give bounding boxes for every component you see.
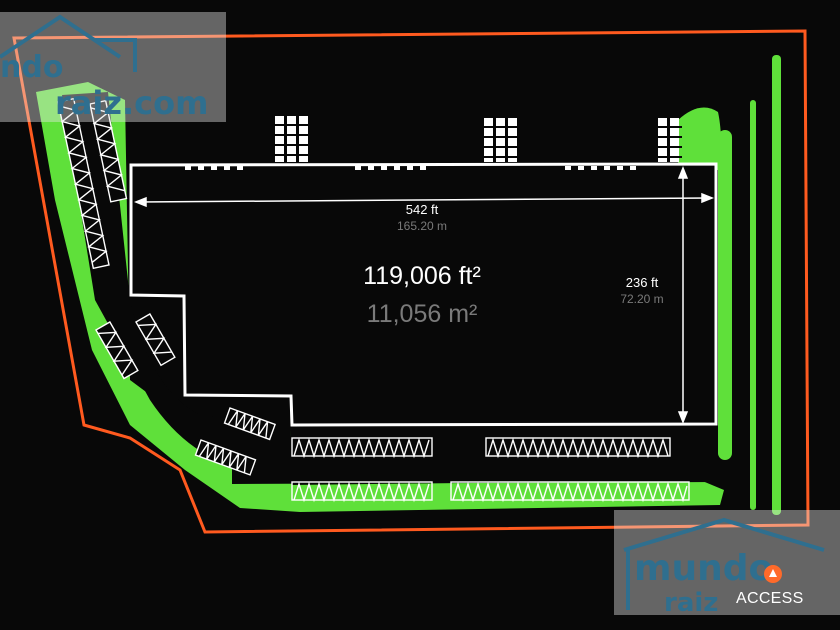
house-outline-icon [0, 14, 137, 72]
area-ft-label: 119,006 ft² [363, 262, 481, 290]
watermark-line-1: ndo [0, 50, 64, 85]
depth-dimension-line [677, 165, 689, 425]
landscape-right-stripe-2 [772, 55, 781, 515]
access-label: ACCESS [736, 590, 804, 607]
width-m-label: 165.20 m [397, 219, 447, 233]
truck-dock-1 [275, 116, 308, 162]
landscape-right-stripe-1 [750, 100, 756, 510]
truck-dock-3 [658, 118, 679, 162]
dock-doors [185, 166, 636, 170]
parking-stalls-angled-2 [89, 99, 128, 203]
watermark-line-3: mundo [634, 548, 774, 589]
width-dimension-line [133, 192, 715, 208]
access-marker-icon [764, 565, 782, 583]
parking-stalls [291, 437, 690, 503]
drive-lane-bottom [232, 466, 720, 484]
parking-stalls-angled-4 [135, 313, 176, 367]
parking-stalls-angled-5 [223, 407, 277, 441]
watermark-line-4: raiz [664, 588, 719, 615]
parking-stalls-angled-6 [194, 439, 257, 476]
building-outline [129, 162, 718, 427]
house-outline-icon-2 [623, 517, 825, 610]
depth-m-label: 72.20 m [620, 292, 663, 306]
landscape-top-right [678, 107, 722, 170]
property-boundary [12, 29, 810, 534]
watermark-top-left: ndo raiz.com [0, 12, 226, 122]
area-m-label: 11,056 m² [367, 300, 478, 328]
landscape-right-strip-3 [718, 130, 732, 460]
depth-ft-label: 236 ft [626, 275, 659, 290]
truck-dock-2 [484, 118, 517, 162]
parking-stalls-angled-3 [95, 321, 139, 380]
parking-stalls-angled-1 [57, 97, 110, 270]
width-ft-label: 542 ft [406, 202, 439, 217]
watermark-bottom-right: mundo raiz [614, 510, 840, 615]
watermark-line-2: raiz.com [55, 84, 209, 122]
